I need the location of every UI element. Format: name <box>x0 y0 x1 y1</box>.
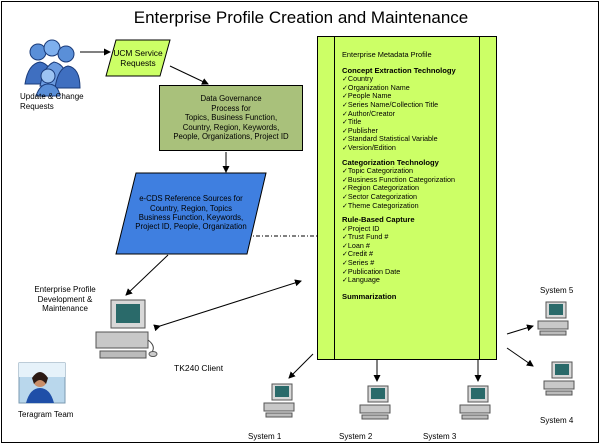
concept-extraction-heading: Concept Extraction Technology <box>342 65 456 75</box>
rule-based-capture-list: Project IDTrust Fund #Loan #Credit #Seri… <box>342 224 492 285</box>
metadata-left-bar <box>334 37 335 359</box>
arrow-client-metadata <box>153 279 302 332</box>
system-4-computer-icon <box>543 361 575 396</box>
metadata-field-item: Author/Creator <box>342 109 492 119</box>
metadata-field-item: Publication Date <box>342 267 492 277</box>
metadata-field-item: Topic Categorization <box>342 167 492 176</box>
client-computer-icon <box>95 299 158 359</box>
metadata-field-item: People Name <box>342 92 492 101</box>
metadata-field-item: Loan # <box>342 241 492 251</box>
metadata-field-item: Series # <box>342 258 492 268</box>
metadata-field-item: Trust Fund # <box>342 233 492 242</box>
data-governance-process[interactable]: Data Governance Process for Topics, Busi… <box>159 85 303 151</box>
system-2-computer-icon <box>359 385 391 420</box>
arrow-to-system-1 <box>288 353 314 379</box>
rule-based-capture-heading: Rule-Based Capture <box>342 215 415 225</box>
metadata-field-item: Language <box>342 276 492 285</box>
enterprise-metadata-profile[interactable]: Enterprise Metadata Profile Concept Extr… <box>317 36 497 360</box>
ucm-service-requests[interactable]: UCM Service Requests <box>110 42 166 74</box>
system-1-computer-icon <box>263 383 295 418</box>
users-group-icon <box>24 39 81 97</box>
teragram-team-label: Teragram Team <box>18 410 74 419</box>
ucm-service-requests-text: UCM Service Requests <box>113 48 163 68</box>
system-3-label: System 3 <box>423 432 457 441</box>
arrow-to-system-5 <box>506 324 534 335</box>
enterprise-profile-dev-label: Enterprise Profile Development & Mainten… <box>34 285 96 313</box>
metadata-field-item: Credit # <box>342 250 492 259</box>
metadata-field-item: Project ID <box>342 224 492 234</box>
metadata-content: Enterprise Metadata Profile Concept Extr… <box>342 50 492 301</box>
metadata-title: Enterprise Metadata Profile <box>342 50 432 59</box>
system-4-label: System 4 <box>540 416 574 425</box>
teragram-team-photo <box>18 362 66 404</box>
metadata-field-item: Title <box>342 118 492 127</box>
ecds-shape <box>115 172 267 255</box>
data-governance-text: Data Governance Process for Topics, Busi… <box>173 94 289 142</box>
system-2-label: System 2 <box>339 432 373 441</box>
metadata-field-item: Publisher <box>342 126 492 136</box>
metadata-field-item: Series Name/Collection Title <box>342 100 492 110</box>
metadata-field-item: Sector Categorization <box>342 192 492 202</box>
metadata-field-item: Version/Edition <box>342 143 492 153</box>
metadata-field-item: Theme Categorization <box>342 201 492 211</box>
summarization-heading: Summarization <box>342 291 397 301</box>
metadata-field-item: Business Function Categorization <box>342 175 492 185</box>
categorization-list: Topic CategorizationBusiness Function Ca… <box>342 167 492 210</box>
arrow-to-system-4 <box>506 347 534 367</box>
system-3-computer-icon <box>459 385 491 420</box>
arrow-ucm-to-governance <box>169 65 209 85</box>
arrow-ecds-to-client <box>125 254 169 296</box>
tk240-client-label: TK240 Client <box>174 363 224 373</box>
metadata-field-item: Standard Statistical Variable <box>342 135 492 144</box>
ucm-shape <box>105 39 171 77</box>
diagram-title: Enterprise Profile Creation and Maintena… <box>133 8 469 27</box>
system-5-computer-icon <box>537 301 569 336</box>
metadata-field-item: Region Categorization <box>342 184 492 193</box>
categorization-heading: Categorization Technology <box>342 157 439 167</box>
system-1-label: System 1 <box>248 432 282 441</box>
update-change-requests-label: Update & Change Requests <box>20 92 84 111</box>
concept-extraction-list: CountryOrganization NamePeople NameSerie… <box>342 75 492 152</box>
metadata-field-item: Organization Name <box>342 83 492 93</box>
ecds-reference-text: e-CDS Reference Sources for Country, Reg… <box>135 194 247 232</box>
ecds-reference-sources[interactable]: e-CDS Reference Sources for Country, Reg… <box>126 176 256 250</box>
system-5-label: System 5 <box>540 286 574 295</box>
metadata-field-item: Country <box>342 75 492 84</box>
